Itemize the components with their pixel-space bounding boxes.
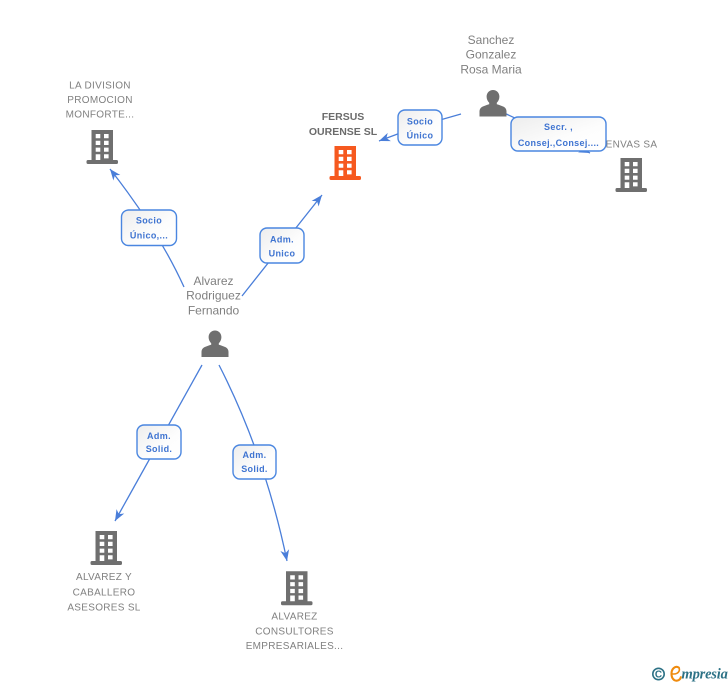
svg-text:LA DIVISION: LA DIVISION (69, 81, 131, 92)
svg-text:EMPRESARIALES...: EMPRESARIALES... (246, 641, 344, 652)
svg-text:Solid.: Solid. (241, 464, 268, 474)
svg-text:Rodriguez: Rodriguez (186, 289, 241, 303)
svg-text:ALVAREZ: ALVAREZ (271, 611, 317, 622)
svg-text:ALVAREZ Y: ALVAREZ Y (76, 572, 132, 583)
svg-text:FERSUS: FERSUS (322, 111, 365, 123)
svg-text:Secr. ,: Secr. , (544, 122, 573, 132)
svg-text:PROMOCION: PROMOCION (67, 95, 132, 106)
svg-text:Adm.: Adm. (147, 431, 171, 441)
svg-text:Sanchez: Sanchez (468, 33, 515, 47)
svg-text:Gonzalez: Gonzalez (466, 48, 517, 62)
svg-text:CONSULTORES: CONSULTORES (255, 626, 334, 637)
svg-text:Único,...: Único,... (130, 230, 168, 241)
svg-text:mpresia: mpresia (682, 667, 728, 683)
svg-text:Consej.,Consej....: Consej.,Consej.... (518, 138, 599, 148)
svg-text:ENVAS SA: ENVAS SA (606, 140, 658, 151)
svg-text:CABALLERO: CABALLERO (73, 587, 136, 598)
svg-text:MONFORTE...: MONFORTE... (66, 110, 135, 121)
svg-text:Único: Único (407, 129, 434, 140)
svg-text:OURENSE SL: OURENSE SL (309, 126, 378, 138)
svg-text:C: C (655, 670, 662, 681)
svg-text:Fernando: Fernando (188, 303, 240, 317)
svg-text:Adm.: Adm. (243, 450, 267, 460)
svg-text:Adm.: Adm. (270, 234, 294, 244)
svg-text:ASESORES SL: ASESORES SL (67, 602, 140, 613)
svg-text:Solid.: Solid. (146, 444, 173, 454)
svg-text:Alvarez: Alvarez (193, 274, 233, 288)
svg-text:Unico: Unico (269, 249, 296, 259)
svg-text:Rosa Maria: Rosa Maria (460, 62, 522, 76)
svg-text:Socio: Socio (407, 117, 433, 127)
svg-text:Socio: Socio (136, 216, 162, 226)
